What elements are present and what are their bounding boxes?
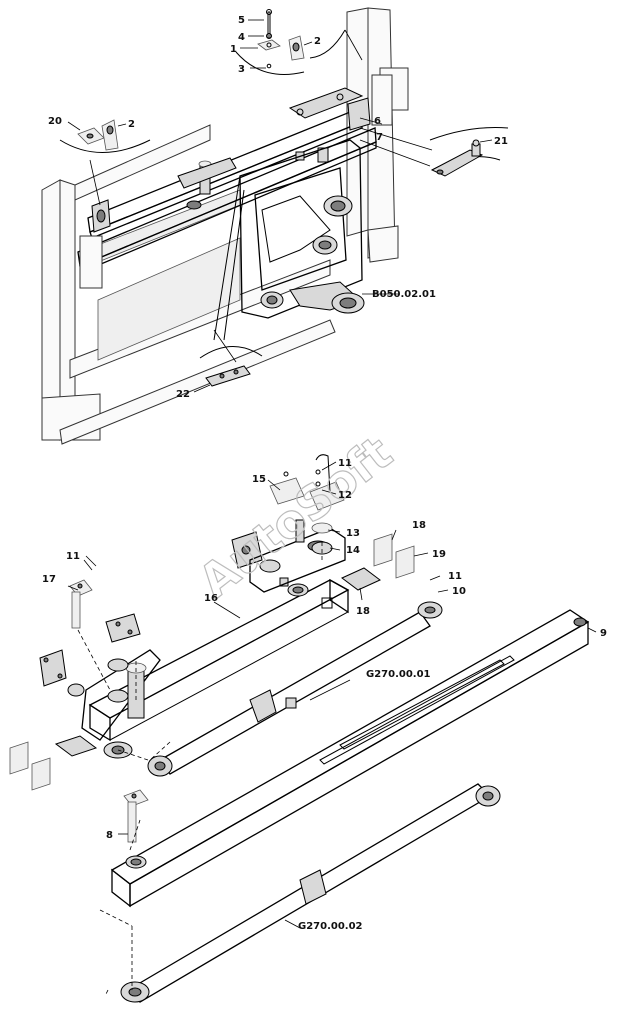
- callout-14: 14: [346, 545, 360, 556]
- callout-6: 6: [374, 116, 381, 127]
- callout-21: 21: [494, 136, 508, 147]
- callout-7: 7: [376, 132, 383, 143]
- cylinder-g270-00-01: [147, 601, 443, 777]
- callout-13: 13: [346, 528, 360, 539]
- bottom-leaders: [67, 461, 597, 929]
- callout-2-left: 2: [128, 119, 135, 130]
- cylinder-g270-00-02: [120, 783, 501, 1003]
- callout-2-top: 2: [314, 36, 321, 47]
- callout-22: 22: [176, 389, 190, 400]
- callout-9: 9: [600, 628, 607, 639]
- pads-18-19: [9, 533, 415, 791]
- callout-11-top: 11: [338, 458, 352, 469]
- callout-labels: 5 4 1 3 2 20 2 6 7 21 B050.02.01 22 11 1…: [42, 15, 607, 932]
- callout-18-mid: 18: [356, 606, 370, 617]
- ref-b050: B050.02.01: [372, 289, 436, 300]
- callout-5: 5: [238, 15, 245, 26]
- callout-10: 10: [452, 586, 466, 597]
- callout-20: 20: [48, 116, 62, 127]
- callout-15: 15: [252, 474, 266, 485]
- brackets-and-covers: [39, 454, 346, 687]
- ref-g270-01: G270.00.01: [366, 669, 431, 680]
- pin-8: [123, 789, 149, 843]
- callout-18-right: 18: [412, 520, 426, 531]
- callout-1: 1: [230, 44, 237, 55]
- crossbeam-16: [67, 577, 350, 759]
- detail-plate-20: [59, 119, 151, 206]
- callout-16: 16: [204, 593, 218, 604]
- side-shifter-plate: [213, 139, 365, 341]
- callout-12: 12: [338, 490, 352, 501]
- callout-11-left: 11: [66, 551, 80, 562]
- ref-g270-02: G270.00.02: [298, 921, 363, 932]
- pin-17: [69, 579, 93, 629]
- callout-8: 8: [106, 830, 113, 841]
- callout-11-right: 11: [448, 571, 462, 582]
- callout-3: 3: [238, 64, 245, 75]
- dashed-guides: [77, 540, 323, 995]
- callout-4: 4: [238, 32, 245, 43]
- mast-frame: [41, 7, 409, 445]
- callout-17: 17: [42, 574, 56, 585]
- callout-19: 19: [432, 549, 446, 560]
- detail-arm-21: [359, 117, 509, 177]
- detail-link-22: [193, 329, 263, 393]
- detail-bracket-1-5: [235, 9, 363, 75]
- carriage-crossbar: [77, 87, 377, 289]
- tube-9: [110, 609, 590, 908]
